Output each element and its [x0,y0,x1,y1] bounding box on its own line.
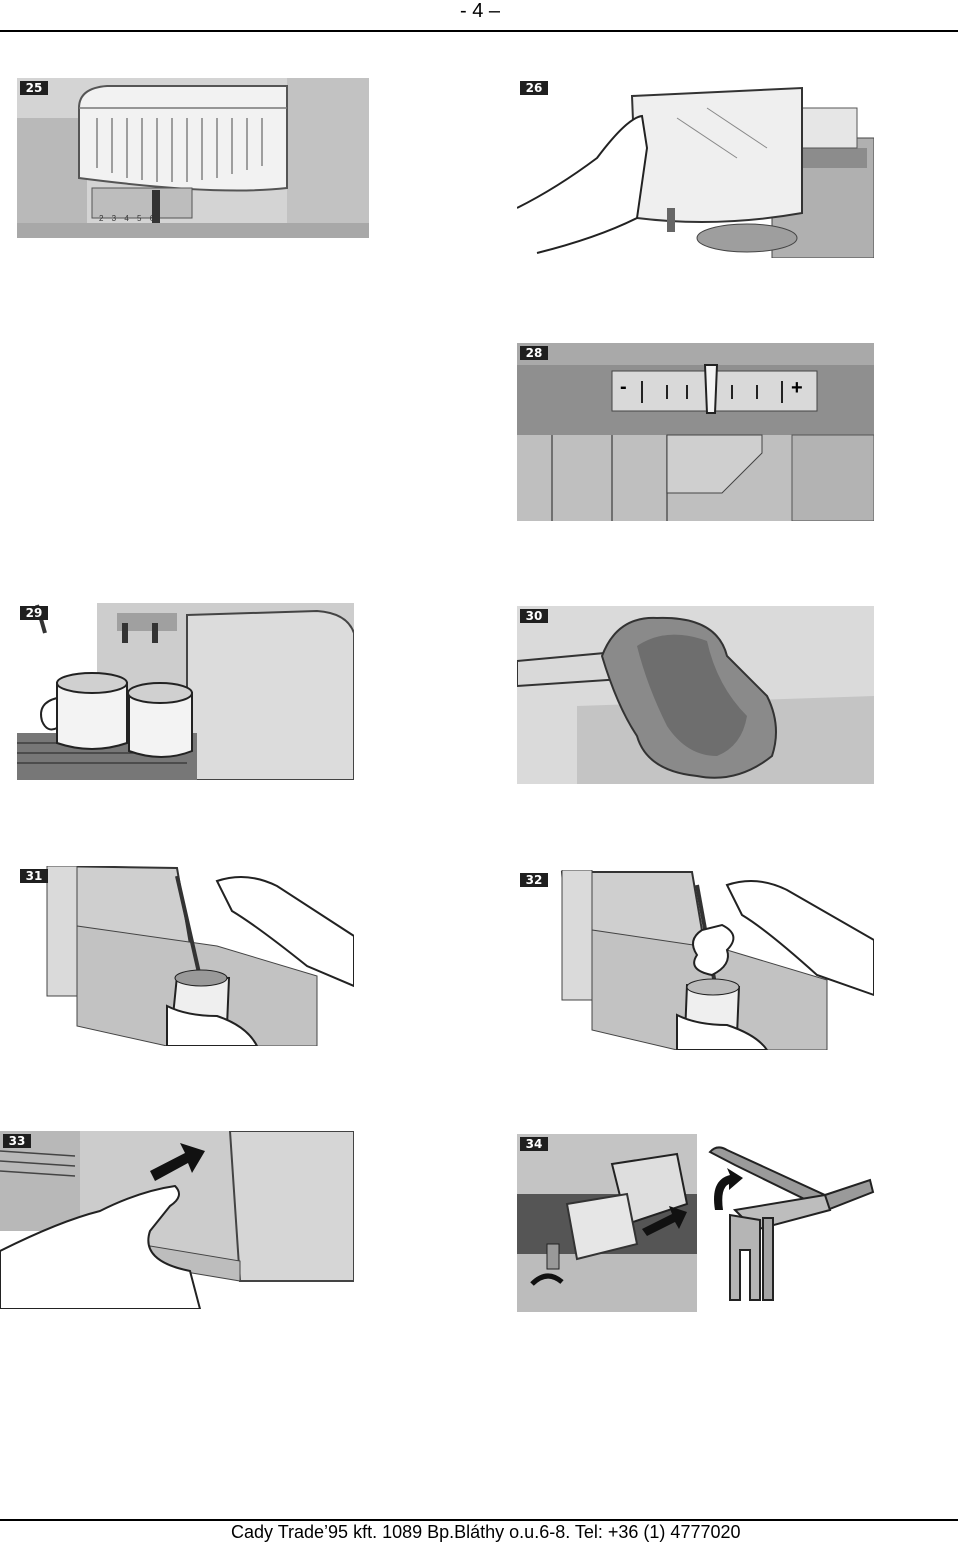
figure-34-lever-detail [705,1140,875,1310]
figure-29-illustration [17,603,354,780]
figure-33-label: 33 [3,1134,31,1148]
page-number: - 4 – [459,0,501,22]
figure-34: 34 [517,1134,697,1312]
figure-25: 25 2 3 4 5 6 [17,78,369,238]
figure-31-label: 31 [20,869,48,883]
figure-25-label: 25 [20,81,48,95]
figure-34-label: 34 [520,1137,548,1151]
footer-rule [0,1519,958,1521]
figure-32-label: 32 [520,873,548,887]
figure-26-illustration [517,78,874,258]
figure-28-illustration [517,343,874,521]
figure-32: 32 [517,870,874,1050]
figure-28-plus-sign: + [791,377,803,399]
figure-26-label: 26 [520,81,548,95]
figure-28: 28 - + [517,343,874,521]
figure-28-label: 28 [520,346,548,360]
footer-contact-line: Cady Trade’95 kft. 1089 Bp.Bláthy o.u.6-… [231,1522,741,1542]
figure-32-illustration [517,870,874,1050]
figure-31-illustration [17,866,354,1046]
figure-33-illustration [0,1131,354,1309]
header-rule [0,30,958,32]
figure-28-minus-sign: - [620,376,627,398]
figure-34-illustration [517,1134,697,1312]
figure-25-scale-digits: 2 3 4 5 6 [99,214,158,223]
figure-30: 30 [517,606,874,784]
figure-25-illustration [17,78,369,238]
figure-29: 29 [17,603,354,780]
figure-34-lever-illustration [705,1140,875,1310]
figure-30-label: 30 [520,609,548,623]
figure-29-label: 29 [20,606,48,620]
figure-33: 33 [0,1131,354,1309]
figure-30-illustration [517,606,874,784]
figure-31: 31 [17,866,354,1046]
figure-26: 26 [517,78,874,258]
